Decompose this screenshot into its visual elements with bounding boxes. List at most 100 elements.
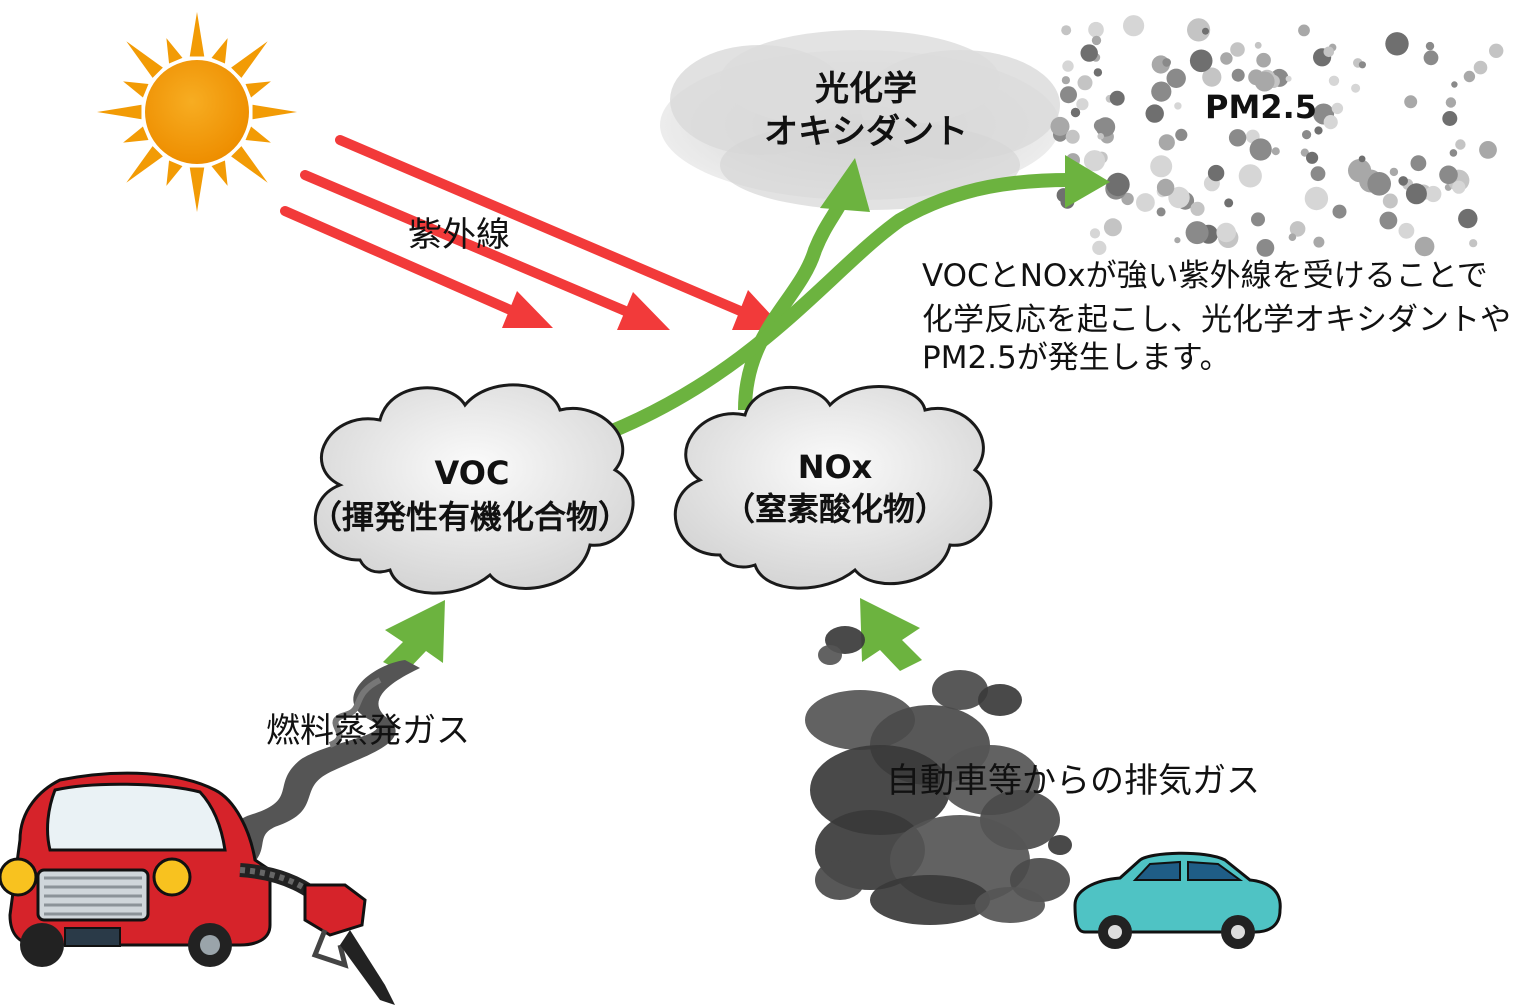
pm25-particle: [1251, 212, 1265, 227]
pm25-particle: [1358, 61, 1366, 69]
pm25-particle: [1358, 155, 1366, 163]
sun-ray: [252, 104, 297, 120]
photochemical-oxidant-label-line2: オキシダント: [764, 112, 968, 152]
exhaust-puff: [818, 645, 842, 665]
pm25-particle: [1398, 222, 1415, 239]
sun-ray: [231, 41, 268, 78]
pm25-particle: [1382, 193, 1398, 209]
pm25-particle: [1254, 41, 1262, 49]
pm25-particle: [1151, 81, 1172, 102]
pm25-particle: [1097, 133, 1104, 140]
pm25-particle: [1187, 18, 1211, 42]
pm25-particle: [1189, 49, 1213, 73]
pm25-particle: [1145, 104, 1164, 123]
pm25-particle: [1306, 151, 1319, 164]
exhaust-puff: [975, 887, 1045, 923]
pm25-particle: [1324, 107, 1333, 116]
reaction-arrows: [607, 155, 1110, 439]
pm25-particle: [1389, 167, 1399, 177]
sun-icon: [97, 12, 297, 212]
pm25-particle: [1445, 97, 1457, 108]
pm25-particle: [1328, 75, 1340, 87]
pm25-particle: [1289, 221, 1306, 237]
voc-cloud: [313, 383, 635, 595]
pm25-particle: [1174, 102, 1182, 110]
sun-ray: [189, 167, 205, 212]
red-car-icon: [0, 771, 272, 967]
pm25-particle: [1323, 115, 1338, 130]
nox-subtitle: （窒素酸化物）: [723, 490, 947, 528]
pm25-particle: [1060, 86, 1077, 104]
pm25-particle: [1425, 185, 1442, 203]
pm25-particle: [1302, 130, 1312, 140]
pm25-particle: [1190, 201, 1205, 216]
sun-ray: [126, 41, 163, 78]
pm25-particle: [1332, 204, 1347, 219]
pm25-particle: [1061, 25, 1072, 36]
pm25-particle: [1414, 236, 1435, 257]
pm25-particle: [1106, 172, 1130, 197]
voc-up-arrow: [383, 600, 445, 673]
fuel-evaporation-smoke: [225, 660, 420, 870]
pm25-particle: [1256, 239, 1275, 257]
pm25-particle: [1077, 75, 1093, 91]
sun-ray: [97, 104, 142, 120]
pm25-particle: [1452, 180, 1466, 194]
nox-up-arrow: [860, 598, 922, 671]
pm25-particle: [1473, 60, 1488, 75]
sun-ray: [126, 146, 163, 183]
pm25-particle: [1451, 81, 1458, 88]
exhaust-puff: [870, 875, 990, 925]
pm25-particle: [1062, 60, 1074, 72]
uv-label: 紫外線: [408, 215, 510, 255]
pm25-particle: [1379, 211, 1398, 230]
sun-ray: [123, 126, 149, 143]
exhaust-puff: [810, 745, 950, 835]
pm25-particle: [1231, 68, 1245, 82]
pm25-particle: [1093, 68, 1103, 77]
pm25-particle: [1405, 183, 1427, 205]
pm25-particle: [1404, 95, 1418, 109]
pm25-particle: [1202, 27, 1209, 35]
description-line2: 化学反応を起こし、光化学オキシダントや: [922, 302, 1511, 338]
pm25-particle: [1150, 155, 1173, 178]
pm25-particle: [1271, 147, 1280, 156]
fuel-gas-label: 燃料蒸発ガス: [266, 711, 470, 751]
pm25-particle: [1156, 178, 1175, 197]
fuel-nozzle-icon: [239, 863, 395, 1005]
photochemical-oxidant-label-line1: 光化学: [815, 69, 917, 109]
pm25-particle: [1136, 193, 1155, 212]
pm25-particle: [1156, 207, 1166, 217]
pm25-particle: [1224, 198, 1234, 208]
pm25-particle: [1439, 165, 1458, 185]
pm25-particle: [1385, 32, 1409, 56]
exhaust-puff: [1048, 835, 1072, 855]
pm25-particle: [1216, 222, 1236, 243]
pm25-particle: [1174, 237, 1181, 244]
sun-ray: [211, 160, 228, 186]
pm25-particle: [1220, 52, 1233, 65]
pm25-particle: [1166, 68, 1186, 89]
exhaust-label: 自動車等からの排気ガス: [886, 761, 1260, 801]
pm25-particle: [1123, 15, 1145, 37]
pm25-particle: [1103, 218, 1122, 237]
pm25-particle: [1285, 75, 1292, 82]
exhaust-smoke: [805, 626, 1072, 925]
pm25-particle: [1449, 149, 1458, 157]
photochemical-smog-cloud: [660, 30, 1060, 210]
pm25-particle: [1256, 52, 1271, 68]
pm25-particle: [1202, 67, 1222, 87]
pm25-particle: [1249, 138, 1272, 161]
pm25-particle: [1238, 164, 1262, 188]
pm25-particle: [1331, 102, 1344, 115]
pm25-particle: [1065, 129, 1080, 144]
pm25-particle: [1080, 44, 1098, 62]
description-line1: VOCとNOxが強い紫外線を受けることで: [922, 258, 1488, 294]
pm25-particle: [1168, 186, 1190, 209]
pm25-particle: [1300, 148, 1309, 157]
pm25-particle: [1109, 90, 1125, 106]
pm25-particle: [1228, 129, 1247, 147]
pm25-particle: [1314, 126, 1323, 135]
pm25-particles: [1050, 15, 1504, 257]
sun-ray: [166, 38, 183, 64]
